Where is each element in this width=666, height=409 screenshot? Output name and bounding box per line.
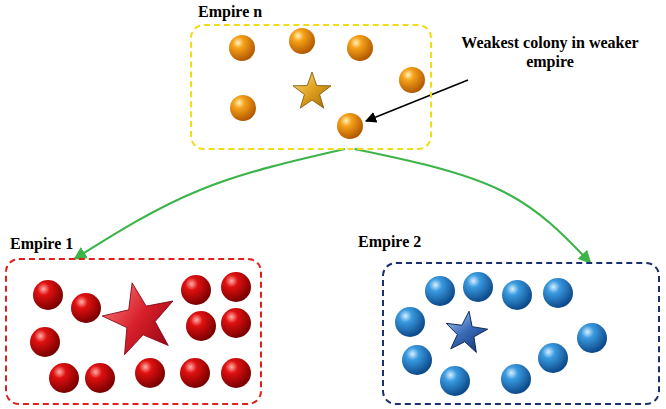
- colony-ball: [181, 275, 211, 305]
- colony-ball: [33, 280, 63, 310]
- leader-arrow: [366, 80, 468, 121]
- empire-name: Empire n: [198, 4, 262, 20]
- colony-ball: [186, 311, 216, 341]
- migration-arrow: [74, 149, 344, 259]
- colony-ball: [221, 308, 251, 338]
- weakest-colony-ball: [337, 113, 363, 139]
- blue-colonies: [395, 272, 607, 396]
- colony-ball: [180, 358, 210, 388]
- callout-holder: Weakest colony in weaker empire: [450, 33, 650, 71]
- empire-box: Empire n: [190, 24, 432, 150]
- colony-ball: [135, 358, 165, 388]
- colony-ball: [221, 272, 251, 302]
- empire-name: Empire 2: [358, 234, 421, 250]
- colony-ball: [49, 363, 79, 393]
- colony-ball: [399, 67, 425, 93]
- empire-name: Empire 1: [10, 236, 73, 252]
- colony-ball: [402, 345, 432, 375]
- imperialist-star: [443, 308, 490, 353]
- colony-ball: [463, 272, 493, 302]
- colony-ball: [347, 35, 373, 61]
- migration-arrow: [355, 149, 591, 263]
- colony-ball: [502, 280, 532, 310]
- callout-text: Weakest colony in weaker empire: [450, 33, 650, 71]
- colony-ball: [85, 363, 115, 393]
- colony-ball: [501, 364, 531, 394]
- colony-ball: [425, 276, 455, 306]
- imperialist-star: [293, 72, 331, 108]
- colony-ball: [395, 307, 425, 337]
- colony-ball: [230, 95, 256, 121]
- colony-ball: [538, 343, 568, 373]
- empire-box: Empire 1: [5, 258, 262, 405]
- colony-ball: [543, 278, 573, 308]
- red-colonies: [30, 272, 251, 393]
- colony-ball: [30, 327, 60, 357]
- colony-ball: [440, 366, 470, 396]
- orange-colonies: [229, 28, 425, 139]
- colony-ball: [229, 35, 255, 61]
- colony-ball: [71, 293, 101, 323]
- empire-box: Empire 2: [382, 262, 660, 405]
- colony-ball: [289, 28, 315, 54]
- imperialist-star: [97, 275, 182, 357]
- colony-ball: [577, 323, 607, 353]
- colony-ball: [221, 358, 251, 388]
